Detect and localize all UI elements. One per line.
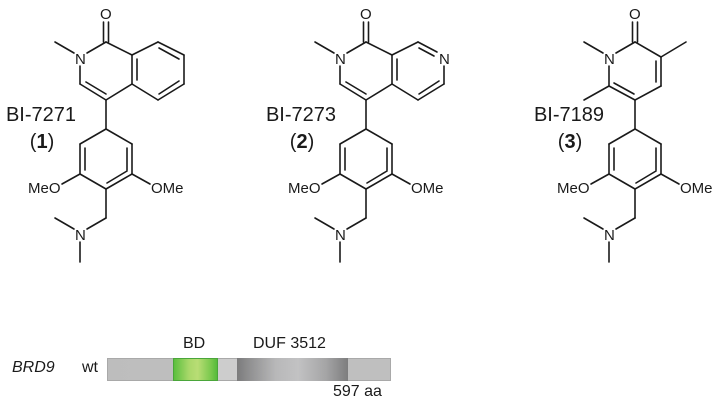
methoxy-right-label: OMe — [680, 180, 713, 197]
methoxy-left-label: MeO — [288, 180, 321, 197]
compound-number-value: 1 — [36, 131, 48, 153]
bromodomain-label: BD — [183, 335, 206, 352]
compound-number-3: (3) — [557, 131, 583, 153]
amine-nitrogen: N — [335, 227, 346, 244]
structure-bi-7271: O N — [28, 6, 185, 263]
structure-bi-7189: O N MeO OMe — [557, 6, 713, 263]
variant-label: wt — [82, 359, 98, 376]
atom-nitrogen: N — [75, 51, 86, 68]
duf3512-label: DUF 3512 — [253, 335, 326, 352]
compound-name-1: BI-7271 — [5, 104, 77, 126]
pyridine-nitrogen: N — [439, 51, 450, 68]
atom-nitrogen: N — [604, 51, 615, 68]
amine-nitrogen: N — [604, 227, 615, 244]
compound-name-3: BI-7189 — [533, 104, 605, 126]
duf3512-segment — [237, 358, 348, 381]
atom-nitrogen: N — [335, 51, 346, 68]
compound-number-value: 3 — [564, 131, 576, 153]
methoxy-left-label: MeO — [557, 180, 590, 197]
methoxy-left-label: MeO — [28, 180, 61, 197]
atom-oxygen: O — [629, 6, 641, 23]
atom-oxygen: O — [100, 6, 112, 23]
compound-number-value: 2 — [296, 131, 308, 153]
atom-oxygen: O — [360, 6, 372, 23]
compound-number-2: (2) — [289, 131, 315, 153]
gene-name: BRD9 — [12, 359, 55, 376]
amine-nitrogen: N — [75, 227, 86, 244]
structure-bi-7273: O N N MeO OMe N — [288, 6, 450, 263]
compound-number-1: (1) — [29, 131, 55, 153]
protein-length-label: 597 aa — [333, 383, 382, 400]
methoxy-right-label: OMe — [411, 180, 444, 197]
methoxy-right-label: OMe — [151, 180, 184, 197]
linker-segment — [218, 358, 237, 381]
compound-name-2: BI-7273 — [265, 104, 337, 126]
c-terminal-segment — [348, 358, 391, 381]
bromodomain-segment — [173, 358, 218, 381]
chemical-structures: O N — [28, 6, 713, 263]
